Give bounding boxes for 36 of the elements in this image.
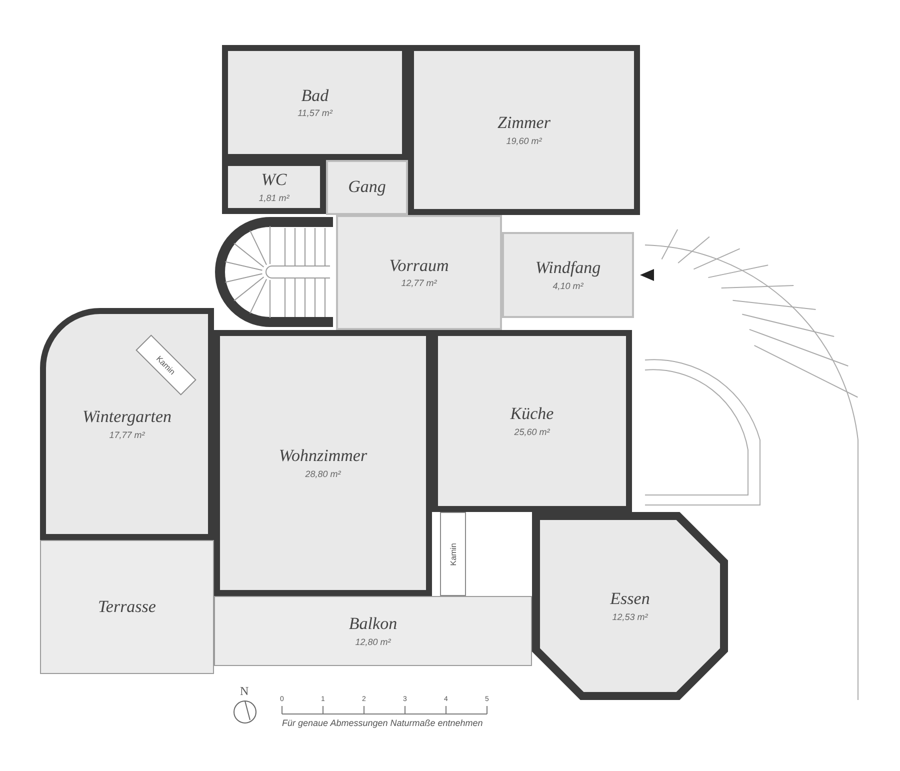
room-area	[222, 160, 326, 214]
room-name: Zimmer	[498, 114, 550, 133]
room-size: 12,53 m²	[612, 612, 648, 622]
room-area	[336, 215, 502, 330]
room-area	[532, 512, 728, 700]
room-name: Balkon	[348, 615, 398, 634]
room-size: 19,60 m²	[506, 136, 542, 146]
room-area	[40, 308, 214, 540]
room-name: Vorraum	[389, 256, 449, 276]
scale-note: Für genaue Abmessungen Naturmaße entnehmen	[282, 718, 483, 728]
room-name: WC	[261, 171, 287, 190]
room-name: Bad	[301, 86, 329, 106]
room-area	[326, 160, 408, 215]
room-size: 11,57 m²	[298, 108, 332, 118]
room-name: Küche	[510, 405, 554, 424]
room-name: Gang	[348, 178, 386, 197]
room-size: 12,77 m²	[401, 278, 437, 288]
north-label: N	[240, 684, 249, 699]
outdoor-area	[214, 596, 532, 666]
room-name: Wohnzimmer	[278, 447, 368, 466]
chimney-box	[440, 512, 466, 596]
room-area	[502, 232, 634, 318]
room-size: 12,80 m²	[355, 636, 391, 647]
room-area	[408, 45, 640, 215]
room-size: 4,10 m²	[552, 280, 584, 291]
room-name: Windfang	[535, 259, 601, 278]
room-size: 28,80 m²	[305, 468, 341, 479]
room-area	[432, 330, 632, 512]
room-name: Wintergarten	[82, 408, 172, 427]
chimney-label: Kamin	[448, 542, 458, 566]
room-size: 1,81 m²	[258, 192, 290, 203]
outdoor-area	[40, 540, 214, 674]
room-size: 17,77 m²	[109, 430, 145, 440]
room-name: Terrasse	[98, 598, 156, 616]
room-name: Essen	[610, 590, 650, 609]
room-size: 25,60 m²	[514, 426, 550, 437]
